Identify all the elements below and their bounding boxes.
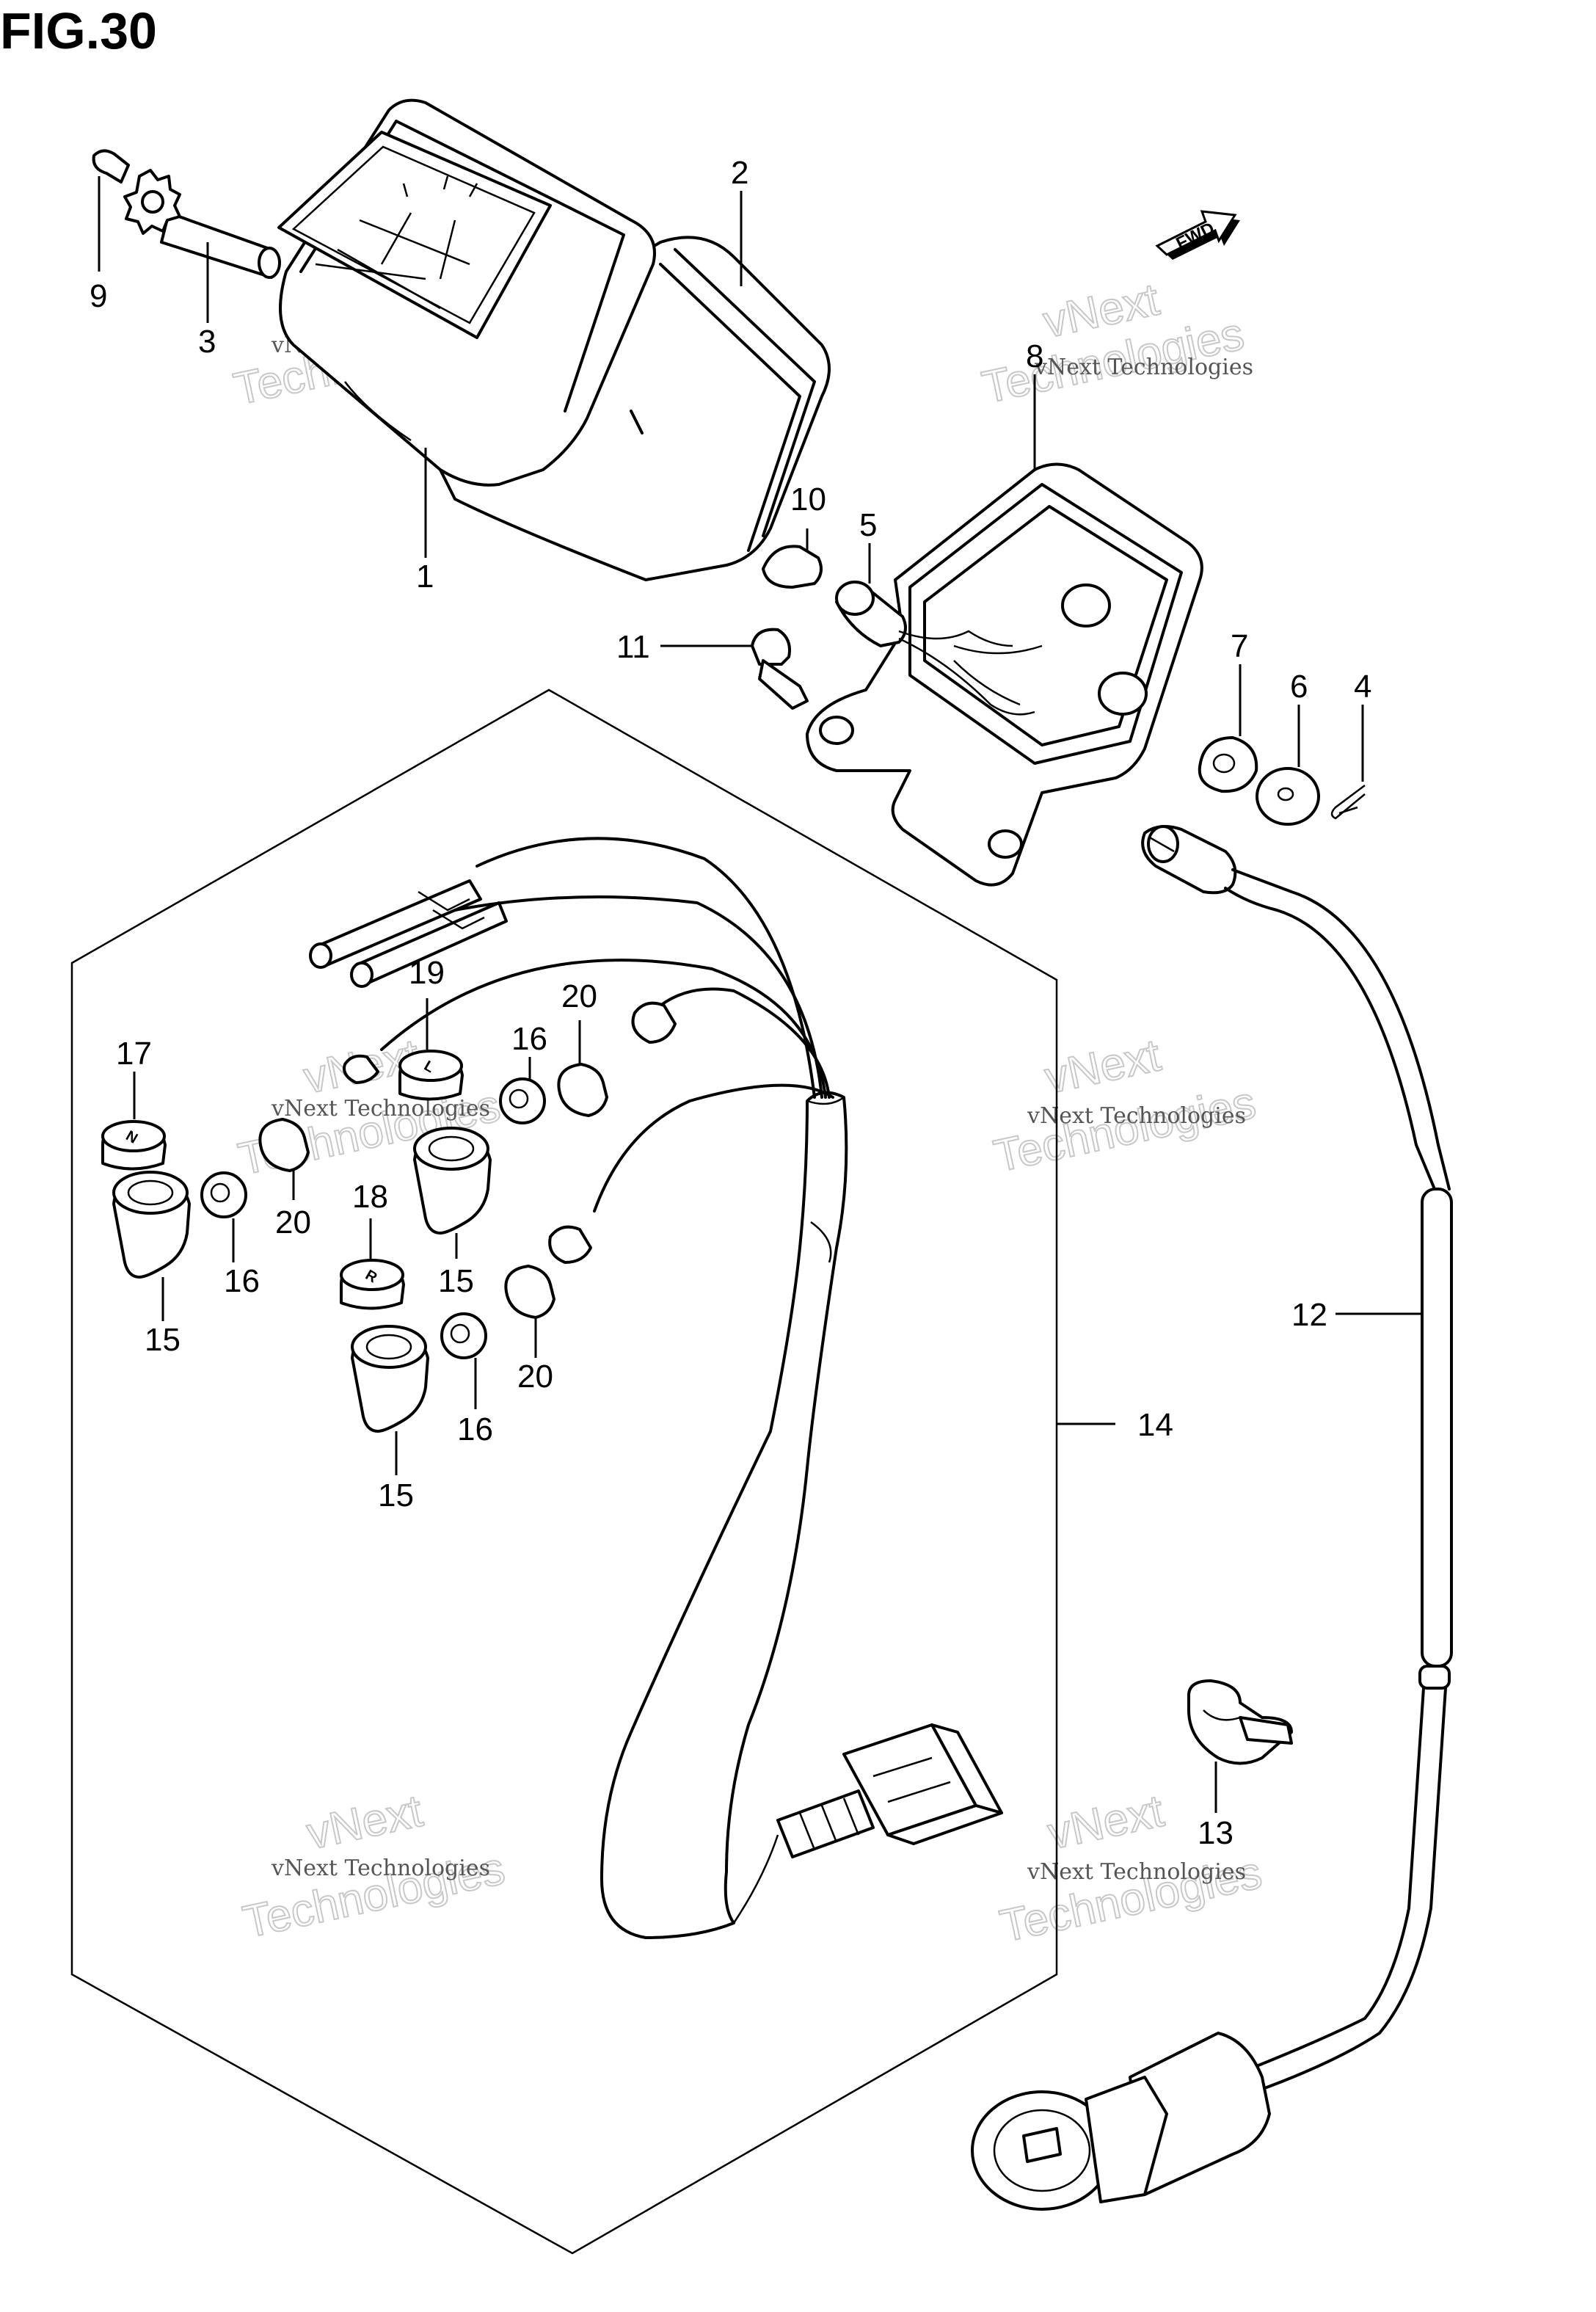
callout-16-a: 16 xyxy=(224,1263,260,1299)
indicator-housing-part-15 xyxy=(112,1171,191,1279)
svg-text:vNext: vNext xyxy=(302,1786,426,1859)
callout-11: 11 xyxy=(616,629,650,665)
callout-2: 2 xyxy=(731,155,748,191)
clamp-part-13 xyxy=(1187,1679,1293,1765)
watermark-text: vNext Technologies xyxy=(1034,355,1253,380)
watermark-top-right: vNext Technologies xyxy=(977,273,1249,414)
callout-14: 14 xyxy=(1137,1407,1173,1443)
harness-group-frame xyxy=(70,688,1058,2255)
grommet-part-16 xyxy=(499,1077,546,1124)
indicator-cap-part-17: N xyxy=(101,1120,167,1171)
bulb-part-10 xyxy=(762,545,823,589)
indicator-cap-part-18: R xyxy=(340,1259,405,1310)
watermark-mid-right: vNext Technologies xyxy=(989,1029,1261,1182)
callout-10: 10 xyxy=(790,481,826,517)
watermark-text: vNext Technologies xyxy=(271,1096,490,1122)
callout-20-c: 20 xyxy=(517,1359,553,1395)
bulb-part-20 xyxy=(258,1118,310,1172)
svg-text:Technologies: Technologies xyxy=(990,1077,1260,1182)
clip-part-4 xyxy=(1330,785,1366,820)
indicator-housing-part-15 xyxy=(413,1127,492,1235)
callout-16-b: 16 xyxy=(511,1021,547,1057)
watermark-text: vNext Technologies xyxy=(1027,1859,1246,1885)
callout-20-a: 20 xyxy=(275,1204,311,1240)
callout-15-c: 15 xyxy=(378,1477,414,1513)
indicator-housing-part-15 xyxy=(351,1325,429,1433)
callout-7: 7 xyxy=(1231,628,1248,664)
callout-13: 13 xyxy=(1198,1815,1234,1851)
indicator-cap-part-19: L xyxy=(398,1050,464,1101)
watermark-text: vNext Technologies xyxy=(1027,1103,1246,1129)
callout-9: 9 xyxy=(90,278,107,314)
bulb-part-20 xyxy=(557,1063,608,1117)
bolt-part-11 xyxy=(751,628,809,710)
grommet-part-16 xyxy=(200,1171,247,1218)
speedometer-cable xyxy=(971,825,1453,2211)
washer-part-6 xyxy=(1256,767,1320,826)
meter-bracket xyxy=(806,462,1203,887)
bulb-part-20 xyxy=(504,1265,555,1319)
svg-text:vNext: vNext xyxy=(1043,1786,1167,1859)
wiring-harness xyxy=(309,837,1003,1939)
watermark-text: vNext Technologies xyxy=(271,1855,490,1881)
socket-part-5 xyxy=(835,581,1035,716)
callout-15-b: 15 xyxy=(438,1263,474,1299)
callout-20-b: 20 xyxy=(561,978,597,1014)
callout-1: 1 xyxy=(416,559,434,595)
callout-6: 6 xyxy=(1290,669,1308,705)
callout-8: 8 xyxy=(1026,338,1043,374)
callout-12: 12 xyxy=(1291,1297,1327,1333)
callout-18: 18 xyxy=(352,1179,388,1215)
callout-3: 3 xyxy=(198,324,216,360)
callout-16-c: 16 xyxy=(457,1411,493,1447)
callout-5: 5 xyxy=(859,507,877,543)
figure-title: FIG.30 xyxy=(0,2,157,59)
callout-17: 17 xyxy=(116,1036,152,1072)
svg-text:vNext: vNext xyxy=(1041,1030,1165,1103)
fwd-arrow-icon: FWD xyxy=(1155,210,1240,260)
callout-4: 4 xyxy=(1354,669,1371,705)
speedometer-assembly xyxy=(92,98,831,581)
callout-15-a: 15 xyxy=(145,1322,181,1358)
callout-19: 19 xyxy=(409,955,445,991)
grommet-part-16 xyxy=(440,1312,487,1359)
grommet-part-7 xyxy=(1198,736,1258,793)
